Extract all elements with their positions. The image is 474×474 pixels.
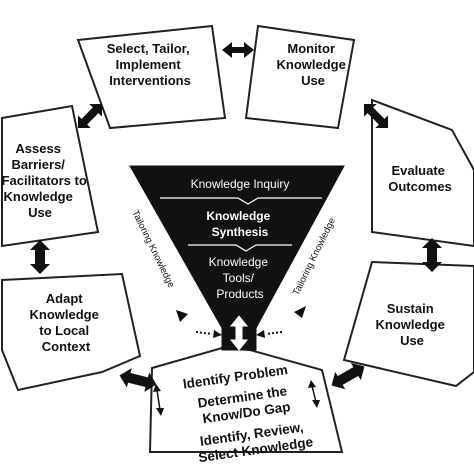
label-adapt: Adapt Knowledge to Local Context xyxy=(30,291,103,354)
bottom-right-small-arrow-head-down xyxy=(312,400,320,408)
label-evaluate: Evaluate Outcomes xyxy=(388,163,452,194)
label-sustain: Sustain Knowledge Use xyxy=(376,301,449,348)
label-monitor: Monitor Knowledge Use xyxy=(277,41,350,88)
bottom-left-small-arrow-line xyxy=(156,389,161,411)
label-assess: Assess Barriers/ Facilitators to Knowled… xyxy=(2,141,91,220)
right-side-arrowhead xyxy=(294,306,306,318)
segment-adapt xyxy=(0,272,142,392)
segment-sustain xyxy=(342,260,474,388)
bottom-right-small-arrow xyxy=(308,380,320,408)
arrow-monitor-evaluate xyxy=(363,103,389,129)
funnel-divider-2 xyxy=(188,244,292,252)
funnel-vertical-arrow xyxy=(229,315,249,351)
bottom-right-small-arrow-line xyxy=(311,385,317,403)
right-dashed-arrow xyxy=(265,331,283,335)
bottom-left-small-arrow-head-down xyxy=(156,408,164,416)
arrow-assess-adapt xyxy=(30,240,50,274)
arrow-monitor-evaluate-shape xyxy=(363,103,389,129)
funnel-knowledge-synthesis: Knowledge Synthesis xyxy=(206,209,273,239)
arrow-assess-select-shape xyxy=(77,103,103,129)
bottom-right-small-arrow-head-up xyxy=(308,380,316,388)
arrow-adapt-bottom xyxy=(119,368,157,392)
segment-assess xyxy=(1,104,100,248)
bottom-left-small-arrow-head-up xyxy=(153,384,161,392)
arrow-assess-select xyxy=(77,103,103,129)
arrow-select-monitor xyxy=(222,42,254,58)
right-dashed-arrowhead xyxy=(256,330,265,338)
arrow-evaluate-sustain xyxy=(422,238,442,272)
bottom-left-small-arrow xyxy=(153,384,164,416)
segment-monitor xyxy=(244,24,356,130)
left-dashed-arrow xyxy=(195,331,213,335)
left-dashed-arrowhead xyxy=(213,330,222,338)
funnel-knowledge-tools: Knowledge Tools/ Products xyxy=(209,255,272,301)
arrow-adapt-bottom-shape xyxy=(119,368,157,392)
left-side-arrowhead xyxy=(176,310,188,322)
segment-evaluate xyxy=(371,98,474,248)
segment-select-tailor xyxy=(76,24,227,130)
knowledge-funnel xyxy=(129,165,345,351)
arrow-sustain-bottom-shape xyxy=(331,362,365,390)
funnel-divider-1 xyxy=(160,197,322,205)
funnel-knowledge-inquiry: Knowledge Inquiry xyxy=(191,177,290,191)
label-select-tailor: Select, Tailor, Implement Interventions xyxy=(107,41,193,88)
arrow-sustain-bottom xyxy=(331,362,365,390)
